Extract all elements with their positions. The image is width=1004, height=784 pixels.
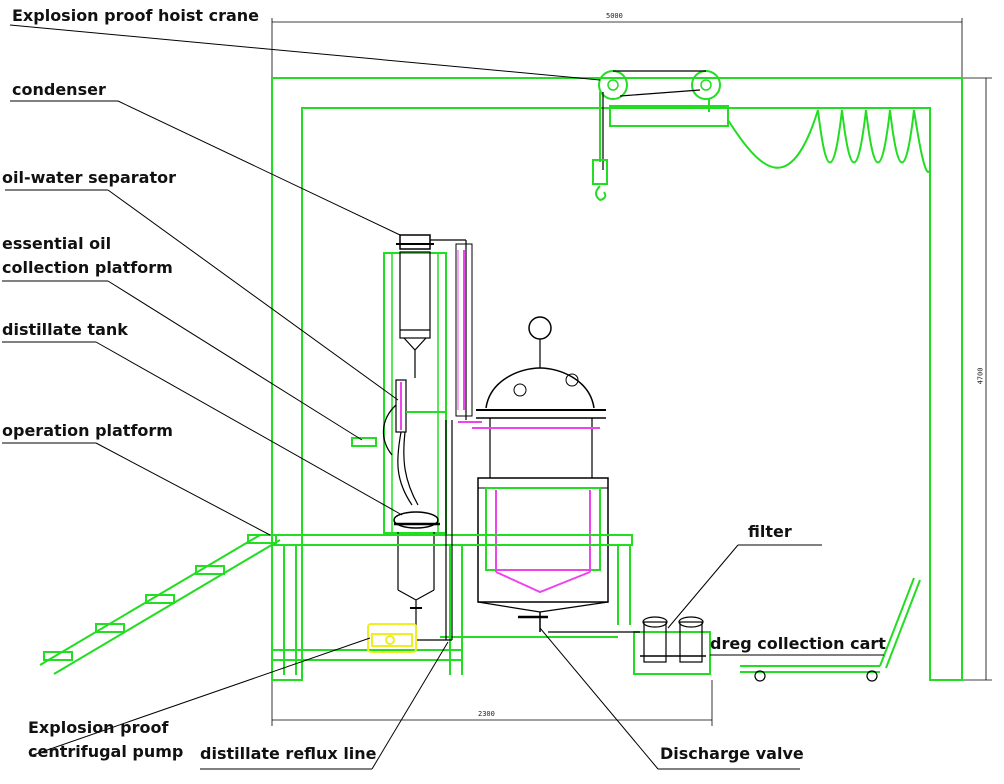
dimension-lines bbox=[271, 18, 992, 726]
stairs bbox=[39, 534, 281, 675]
condenser-tower bbox=[383, 234, 473, 534]
label-essential-oil-line2: collection platform bbox=[2, 258, 173, 277]
label-reflux-line: distillate reflux line bbox=[200, 744, 377, 763]
label-filter: filter bbox=[748, 522, 792, 541]
hoist-crane bbox=[592, 70, 931, 202]
label-distillate-tank: distillate tank bbox=[2, 320, 128, 339]
dimension-bottom-width: 2300 bbox=[478, 710, 495, 718]
filters bbox=[548, 616, 711, 675]
label-discharge-valve: Discharge valve bbox=[660, 744, 804, 763]
extraction-tank bbox=[458, 316, 609, 632]
label-hoist-crane: Explosion proof hoist crane bbox=[12, 6, 260, 25]
label-pump-line1: Explosion proof bbox=[28, 718, 169, 737]
label-pump-line2: centrifugal pump bbox=[28, 742, 184, 761]
reflux-line bbox=[416, 420, 453, 641]
dreg-cart bbox=[740, 577, 921, 682]
label-operation-platform: operation platform bbox=[2, 421, 173, 440]
dimension-right-height: 4700 bbox=[976, 367, 985, 385]
label-essential-oil-line1: essential oil bbox=[2, 234, 112, 253]
centrifugal-pump bbox=[367, 623, 417, 653]
label-condenser: condenser bbox=[12, 80, 106, 99]
distillate-tank bbox=[393, 511, 440, 640]
label-oil-water-separator: oil-water separator bbox=[2, 168, 176, 187]
oil-water-separator bbox=[351, 379, 446, 506]
leader-lines bbox=[2, 24, 884, 770]
label-dreg-cart: dreg collection cart bbox=[710, 634, 886, 653]
gantry-frame bbox=[271, 77, 963, 681]
operation-platform bbox=[271, 534, 633, 675]
dimension-top-width: 5000 bbox=[606, 12, 623, 20]
